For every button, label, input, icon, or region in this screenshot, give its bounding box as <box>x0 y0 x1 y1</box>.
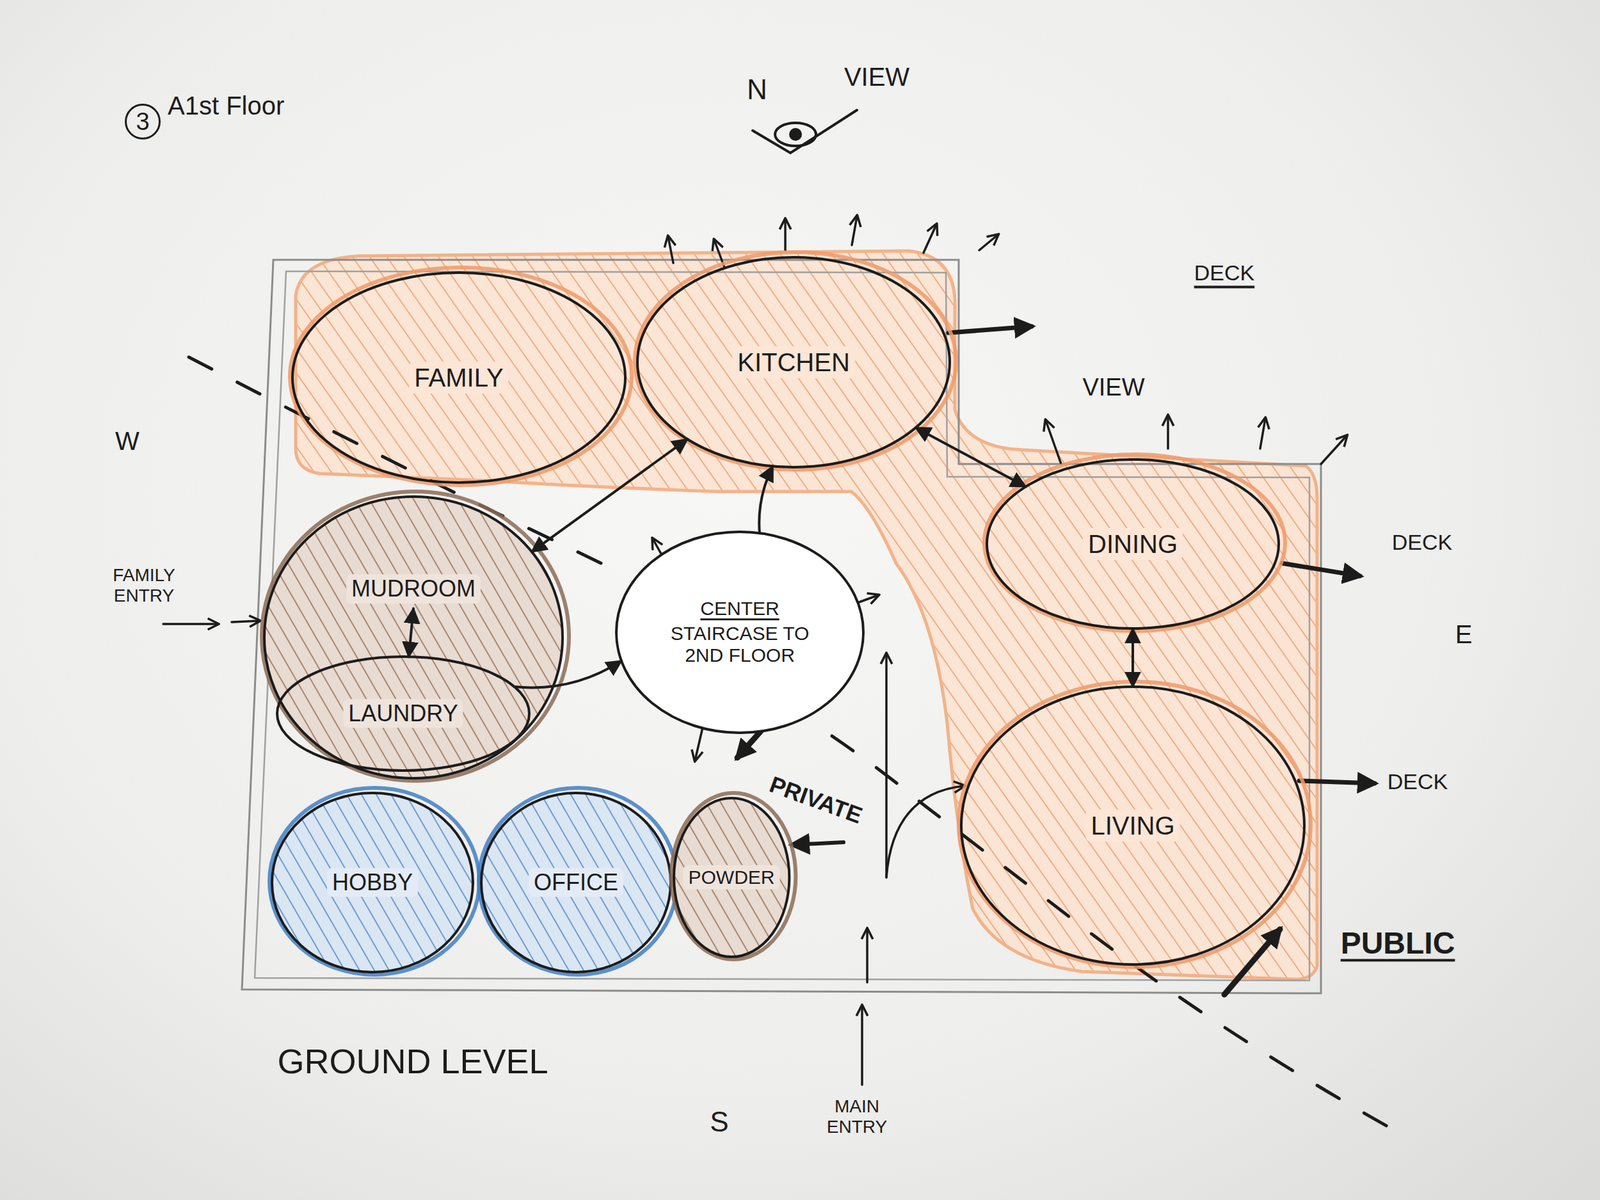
bubble-text-group: LIVING <box>1085 809 1180 842</box>
room-label: HOBBY <box>327 867 418 897</box>
room-bubble: LAUNDRY <box>275 654 532 773</box>
bubble-ellipse <box>986 459 1279 629</box>
room-label: OFFICE <box>528 867 624 897</box>
bubble-text-group: MUDROOM <box>346 574 481 603</box>
room-bubble: HOBBY <box>270 791 475 975</box>
room-bubble: KITCHEN <box>635 255 952 470</box>
eye-symbol <box>775 122 816 146</box>
building-outline <box>241 259 1321 994</box>
view-arrow <box>923 224 937 253</box>
bubble-text-group: DINING <box>1082 528 1183 560</box>
bubble-text-group: KITCHEN <box>732 346 856 379</box>
circulation-arrow <box>886 785 964 878</box>
eye-pupil <box>789 128 802 141</box>
entry-arrow <box>163 622 218 626</box>
flow-connector <box>514 661 622 688</box>
view-arrow <box>1260 418 1266 449</box>
room-label: POWDER <box>682 865 780 891</box>
room-bubble: MUDROOM LAUNDRY <box>262 494 565 781</box>
deck-arrow <box>1281 563 1360 576</box>
bubble-text-group: FAMILY <box>408 361 509 394</box>
bubble-sketch <box>478 787 678 975</box>
bubble-sketch <box>634 252 957 470</box>
entry-arrow <box>231 620 260 623</box>
bubble-text-group: HOBBY <box>327 867 418 897</box>
room-bubble: FAMILY <box>290 270 628 485</box>
flow-connector <box>759 466 773 534</box>
view-arrow <box>1320 435 1347 464</box>
sketch-label: DECK <box>1387 769 1448 795</box>
bubble-ellipse <box>616 531 864 733</box>
room-label: STAIRCASE TO 2ND FLOOR <box>654 621 825 669</box>
bubble-text-group: POWDER <box>682 865 780 891</box>
bubble-sketch <box>269 787 480 975</box>
bubble-ellipse <box>277 656 530 771</box>
bubble-ellipse <box>264 496 563 779</box>
sketch-label: VIEW <box>1082 373 1145 402</box>
bubble-sketch <box>958 681 1311 968</box>
powder-arrow <box>792 842 844 845</box>
building-outline <box>254 271 1310 981</box>
room-label: MUDROOM <box>346 574 481 603</box>
flow-connector <box>531 439 688 552</box>
sketch-label: VIEW <box>844 62 910 92</box>
view-arrow <box>784 219 787 251</box>
circulation-arrow <box>695 724 704 761</box>
view-arrow <box>979 234 998 251</box>
sketch-label: E <box>1455 619 1473 649</box>
room-label: LIVING <box>1085 809 1180 842</box>
bubble-text-group: OFFICE <box>528 867 624 897</box>
deck-arrow <box>948 326 1032 333</box>
room-bubble: CENTERSTAIRCASE TO 2ND FLOOR <box>614 529 866 735</box>
circulation-arrow <box>885 654 888 878</box>
sketch-label: DECK <box>1392 529 1453 555</box>
bubble-ellipse <box>637 257 950 468</box>
view-arrow <box>1166 416 1170 449</box>
room-label: FAMILY <box>408 361 509 394</box>
bubble-text-group: LAUNDRY <box>343 698 463 728</box>
room-label: CENTER <box>695 596 784 622</box>
sketch-label: PUBLIC <box>1340 925 1456 961</box>
flow-connector <box>408 608 414 657</box>
room-label: DINING <box>1082 528 1183 560</box>
bubble-sketch <box>261 491 569 781</box>
flow-connector <box>915 427 1026 487</box>
bubble-ellipse <box>481 792 671 973</box>
sketch-label: W <box>115 426 140 456</box>
room-bubble: POWDER <box>672 796 792 959</box>
view-arrow <box>851 216 857 246</box>
room-bubble: LIVING <box>959 684 1307 967</box>
sketch-label: FAMILY ENTRY <box>102 565 186 607</box>
sheet-title: A1st Floor <box>167 90 285 121</box>
bubble-sketch <box>671 792 796 960</box>
view-arrow <box>668 236 674 264</box>
view-cone <box>752 110 857 153</box>
sketch-label: GROUND LEVEL <box>277 1041 548 1081</box>
bubble-ellipse <box>292 272 626 483</box>
sketch-label: N <box>746 73 768 107</box>
bubble-ellipse <box>673 798 790 957</box>
bubble-ellipse <box>272 792 473 973</box>
bubble-sketch <box>289 267 632 486</box>
room-bubble: DINING <box>984 457 1281 631</box>
view-arrow <box>1045 420 1062 464</box>
entry-arrow <box>860 1006 864 1085</box>
dashed-diagonal <box>832 736 1398 1133</box>
room-label: LAUNDRY <box>343 698 463 728</box>
room-bubble: OFFICE <box>479 791 673 975</box>
deck-arrow <box>1299 780 1375 784</box>
room-label: KITCHEN <box>732 346 856 379</box>
bubble-sketch <box>984 454 1286 632</box>
sketch-label: DECK <box>1194 260 1255 286</box>
bubble-ellipse <box>961 686 1305 965</box>
bubble-text-group: CENTERSTAIRCASE TO 2ND FLOOR <box>654 596 825 669</box>
sketch-label: S <box>709 1105 729 1139</box>
callout-number: 3 <box>124 103 161 140</box>
entry-arrow <box>865 929 869 983</box>
sketch-label: MAIN ENTRY <box>821 1096 893 1138</box>
flow-connector <box>1131 628 1135 687</box>
